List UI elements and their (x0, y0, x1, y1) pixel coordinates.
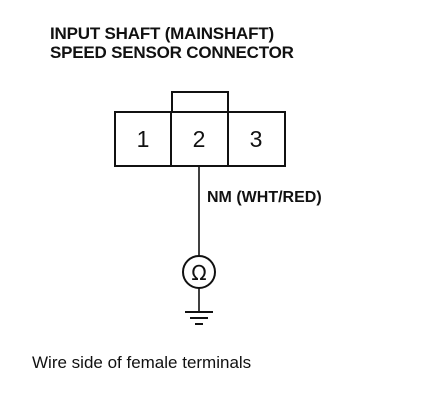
connector-body (114, 111, 286, 167)
pin-1-label: 1 (137, 126, 150, 152)
wire-label: NM (WHT/RED) (207, 189, 322, 206)
connector-lock-tab (171, 91, 229, 113)
pin-2-label: 2 (193, 126, 206, 152)
pin-3-label: 3 (250, 126, 263, 152)
title-line-1: INPUT SHAFT (MAINSHAFT) (50, 24, 274, 43)
ohm-symbol: Ω (191, 261, 206, 285)
title-line-2: SPEED SENSOR CONNECTOR (50, 43, 294, 62)
diagram-title: INPUT SHAFT (MAINSHAFT) SPEED SENSOR CON… (50, 24, 294, 62)
diagram-caption: Wire side of female terminals (32, 353, 252, 372)
ground-icon (185, 311, 213, 325)
